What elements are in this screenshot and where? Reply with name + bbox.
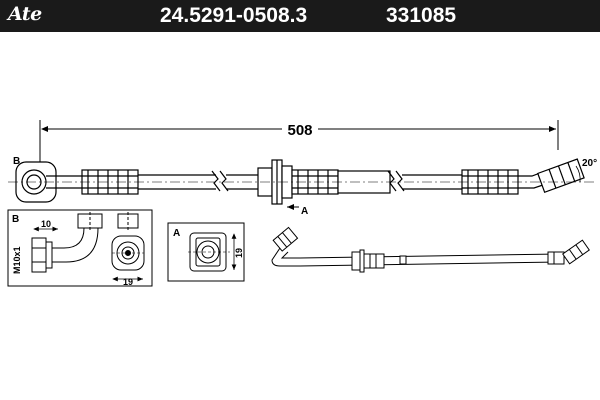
detail-a-label: A <box>173 228 180 239</box>
detail-a-box: A 19 <box>167 222 245 282</box>
view-b-marker: B <box>13 156 20 167</box>
ate-logo: Ate <box>8 3 42 25</box>
angled-end-fitting <box>518 158 585 194</box>
thread-label: M10x1 <box>12 246 22 274</box>
detail-b-box: B M10x1 10 <box>7 209 153 287</box>
hose-perspective-view <box>271 226 590 273</box>
dim-top-label: 10 <box>41 219 51 229</box>
length-label: 508 <box>287 122 312 139</box>
part-number: 24.5291-0508.3 <box>160 4 308 27</box>
svg-text:A: A <box>301 206 308 217</box>
reference-number: 331085 <box>386 4 457 27</box>
dim-bottom-label: 19 <box>123 277 133 287</box>
hose-side-view <box>15 158 585 205</box>
detail-b-label: B <box>12 214 19 225</box>
angle-annotation: 20° <box>575 158 597 183</box>
dim-side-label: 19 <box>234 248 244 258</box>
length-dimension: 508 <box>39 120 559 165</box>
title-bar: Ate 24.5291-0508.3 331085 <box>0 0 600 32</box>
section-a-marker: A <box>287 204 308 217</box>
angle-label: 20° <box>582 158 597 169</box>
